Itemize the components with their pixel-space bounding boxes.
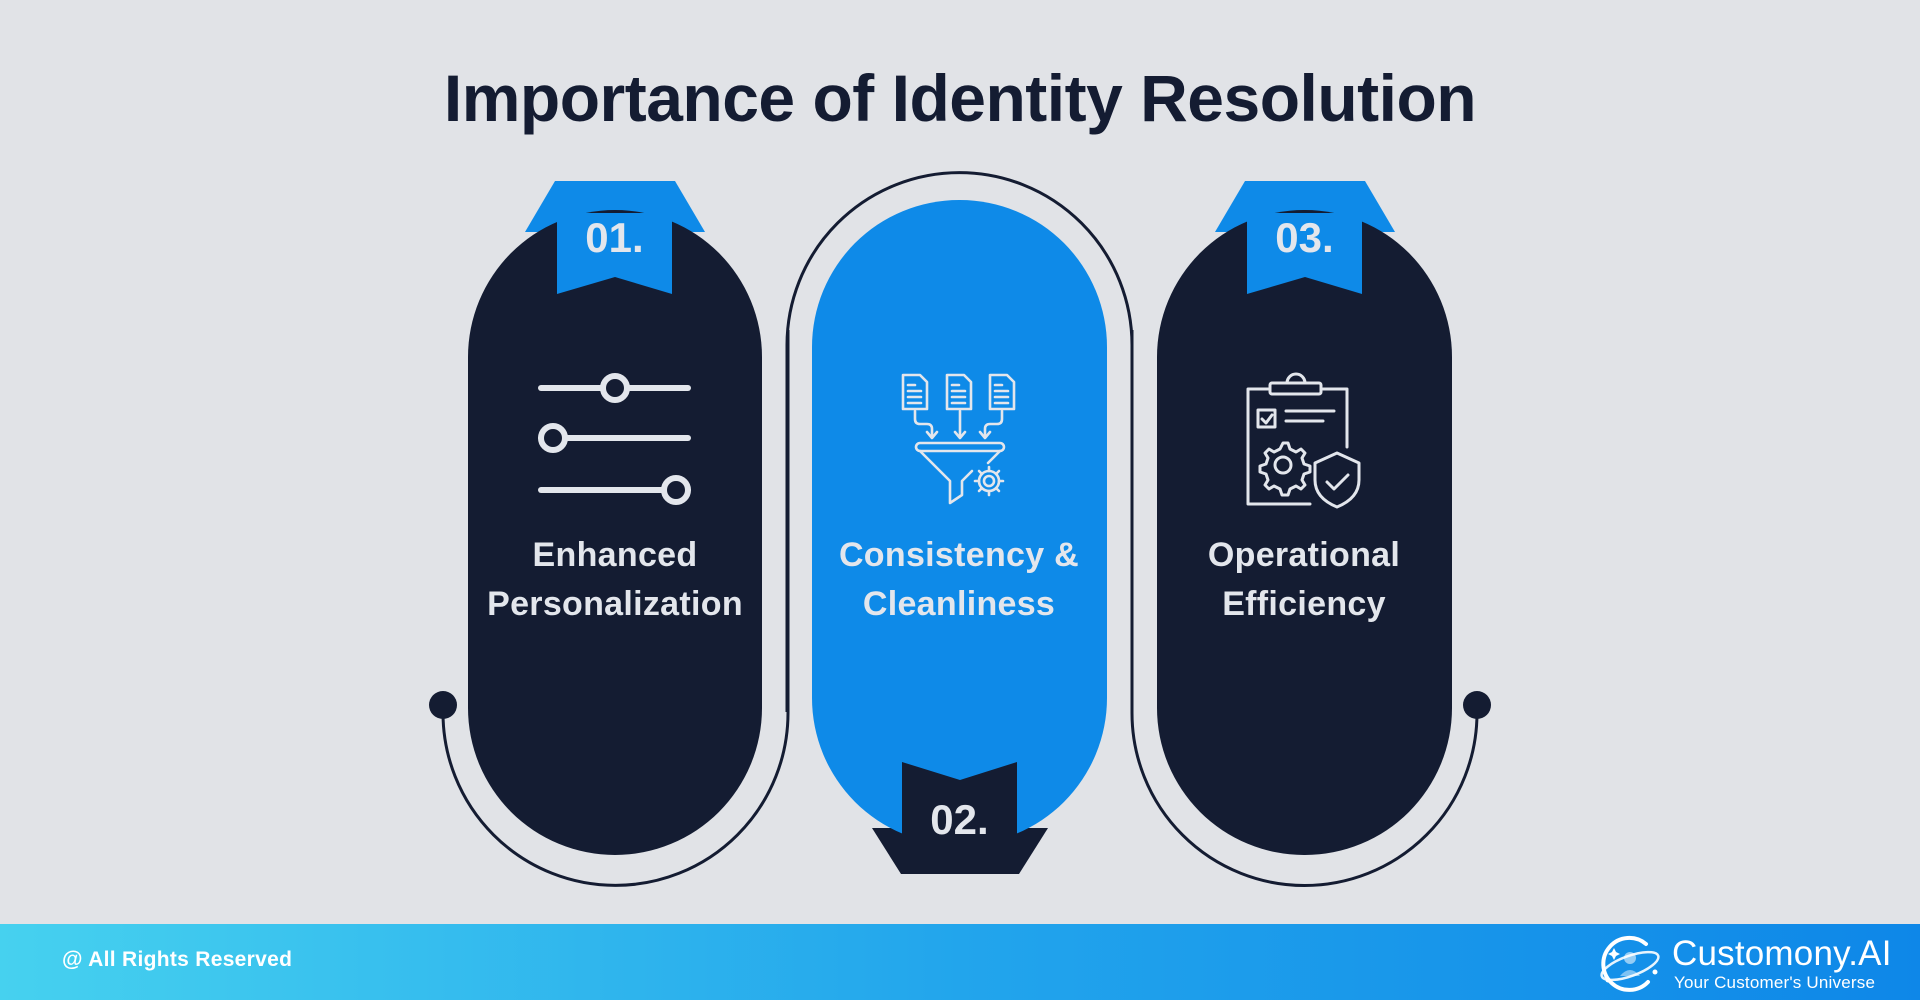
step-2-label-line1: Consistency &	[838, 536, 1080, 574]
brand-tagline: Your Customer's Universe	[1674, 973, 1876, 992]
sliders-icon	[538, 373, 691, 505]
copyright-text: @ All Rights Reserved	[62, 948, 293, 971]
step-2-pill	[812, 200, 1107, 845]
connector-dot-right	[1463, 691, 1491, 719]
page-title: Importance of Identity Resolution	[443, 61, 1477, 135]
step-1-label-line1: Enhanced	[532, 536, 698, 574]
step-3-number: 03.	[1275, 214, 1334, 261]
connector-line	[441, 171, 1479, 887]
step-2-card	[812, 200, 1107, 874]
step-3-label: Operational Efficiency	[1157, 531, 1451, 629]
clipboard-gear-shield-icon	[1246, 372, 1361, 509]
brand-name: Customony.AI	[1672, 934, 1892, 973]
step-1-pill	[468, 210, 762, 855]
footer-bar: @ All Rights Reserved Customony.AI Your …	[0, 924, 1920, 1000]
step-1-number: 01.	[585, 214, 644, 261]
step-2-label-line2: Cleanliness	[862, 585, 1056, 623]
connector-dot-left	[429, 691, 457, 719]
step-2-number: 02.	[930, 796, 989, 843]
step-2-ribbon	[902, 762, 1017, 845]
step-1-label-line2: Personalization	[487, 585, 743, 623]
step-1-card	[468, 181, 762, 855]
step-3-pill	[1157, 210, 1452, 855]
brand-logo: Customony.AI Your Customer's Universe	[1598, 932, 1898, 996]
step-1-ribbon	[557, 213, 672, 294]
step-3-label-line2: Efficiency	[1222, 585, 1386, 623]
data-funnel-icon	[901, 373, 1016, 505]
step-3-label-line1: Operational	[1207, 536, 1401, 574]
step-2-label: Consistency & Cleanliness	[812, 531, 1106, 629]
planet-logo-icon	[1600, 935, 1660, 992]
step-3-card	[1157, 181, 1452, 855]
step-1-label: Enhanced Personalization	[468, 531, 762, 629]
step-3-ribbon	[1247, 213, 1362, 294]
